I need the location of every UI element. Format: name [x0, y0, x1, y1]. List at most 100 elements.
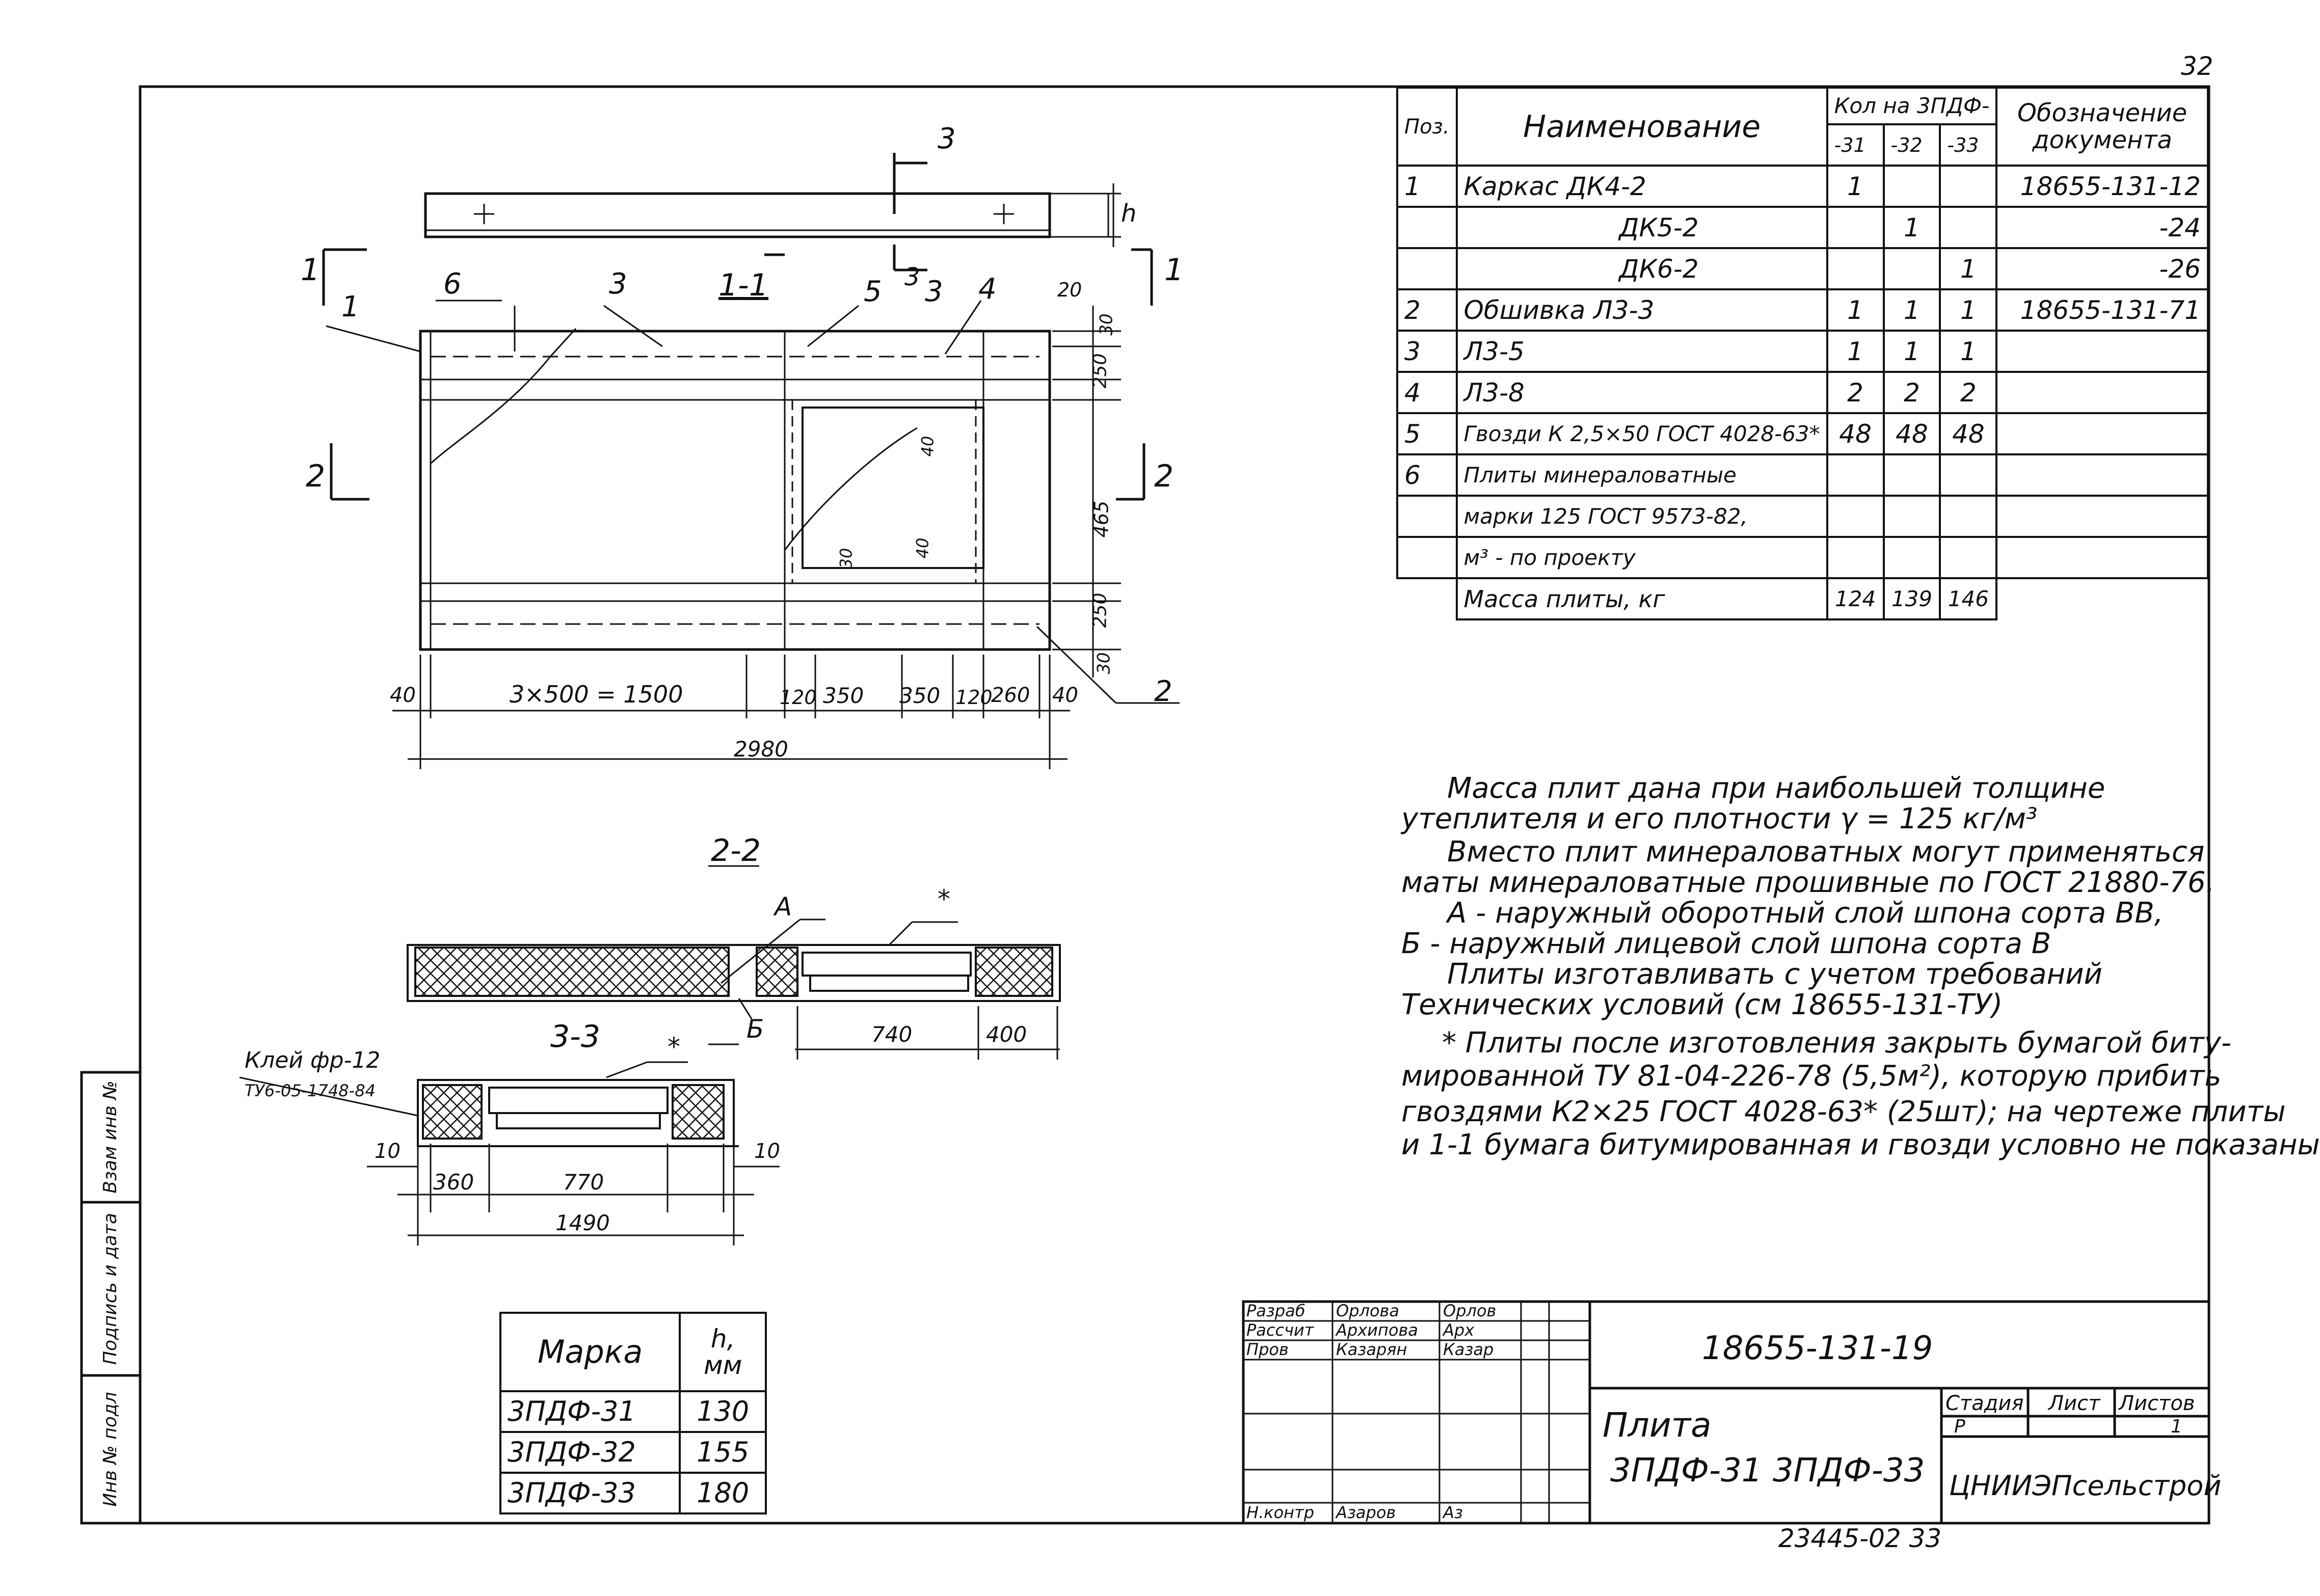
spec-cell-doc: [1995, 495, 2209, 538]
spec-cell-q33: 1: [1939, 247, 1998, 290]
leader-tag-4: 4: [978, 273, 997, 306]
leader-tag-5: 5: [864, 275, 882, 308]
spec-cell-q32: [1882, 495, 1941, 538]
spec-cell-q33: [1939, 453, 1998, 497]
spec-cell-q32: 1: [1882, 288, 1941, 332]
section-3-3-title: 3-3: [550, 1019, 600, 1054]
spec-row: марки 125 ГОСТ 9573-82,: [1396, 495, 2209, 538]
tb-name: Архипова: [1336, 1320, 1418, 1340]
title-block-grid: [1242, 1300, 2210, 1525]
marka-cell-height: 180: [679, 1472, 767, 1514]
spec-header-q31: -31: [1826, 123, 1885, 167]
tb-role: Разраб: [1246, 1301, 1305, 1320]
drawing-sheet: [80, 85, 2210, 1525]
spec-cell-q32: 1: [1882, 330, 1941, 373]
leader-tag-6: 6: [443, 267, 462, 301]
spec-mass-doc-blank: [1996, 578, 2208, 619]
spec-cell-doc: [1995, 453, 2209, 497]
spec-header-doc: Обозначение документа: [1995, 87, 2209, 167]
dim-window-40b: 40: [913, 537, 932, 559]
spec-cell-pos: [1396, 536, 1458, 579]
spec-cell-q32: [1882, 165, 1941, 208]
tb-name: Азаров: [1336, 1503, 1396, 1522]
spec-cell-pos: 1: [1396, 165, 1458, 208]
spec-mass-q32: 139: [1882, 577, 1941, 620]
note-line-1: Масса плит дана при наибольшей толщине: [1447, 772, 2105, 805]
sheets-label: Листов: [2119, 1392, 2195, 1415]
leader-tag-2: 2: [1154, 675, 1172, 708]
footer-code: 23445-02 33: [1778, 1524, 1942, 1553]
drawing-title-line1: Плита: [1603, 1405, 1712, 1445]
leader-tag-1: 1: [341, 290, 360, 323]
spec-cell-doc: [1995, 536, 2209, 579]
tb-role: Н.контр: [1246, 1503, 1315, 1522]
cut-1-left: 1: [301, 252, 321, 288]
marka-cell-name: 3ПДФ-31: [499, 1390, 681, 1433]
spec-header-q32: -32: [1882, 123, 1941, 167]
note-line-3: Вместо плит минераловатных могут применя…: [1447, 835, 2205, 869]
dim-v-250a: 250: [1089, 353, 1111, 389]
spec-cell-pos: 3: [1396, 330, 1458, 373]
spec-cell-name: ДК6-2: [1455, 247, 1828, 290]
dim-3x500: 3×500 = 1500: [510, 681, 683, 708]
sheet-label: Лист: [2048, 1392, 2100, 1415]
marka-cell-height: 130: [679, 1390, 767, 1433]
spec-cell-q32: 48: [1882, 412, 1941, 455]
spec-cell-doc: 18655-131-12: [1995, 165, 2209, 208]
organization: ЦНИИЭПсельстрой: [1949, 1470, 2222, 1502]
spec-header-doc-text: Обозначение документа: [2017, 98, 2188, 154]
h-label: h: [1121, 199, 1137, 228]
section-2-2-star: *: [938, 884, 950, 914]
spec-cell-doc: 18655-131-71: [1995, 288, 2209, 332]
spec-cell-pos: 6: [1396, 453, 1458, 497]
dim-10-right: 10: [754, 1140, 780, 1163]
spec-header-q33: -33: [1939, 123, 1998, 167]
stage-value: Р: [1954, 1416, 1965, 1437]
section-2-2-title: 2-2: [711, 833, 761, 869]
note-line-9: * Плиты после изготовления закрыть бумаг…: [1442, 1026, 2232, 1060]
spec-cell-q32: [1882, 536, 1941, 579]
dim-v-20: 20: [1057, 279, 1082, 301]
spec-cell-name: Гвозди К 2,5×50 ГОСТ 4028-63*: [1455, 412, 1828, 455]
stamp-replace-inv: Взам инв №: [100, 1080, 121, 1194]
note-line-12: и 1-1 бумага битумированная и гвозди усл…: [1401, 1128, 2320, 1161]
marka-header-h-letter: h,: [710, 1323, 735, 1354]
stage-label: Стадия: [1945, 1392, 2024, 1415]
spec-cell-doc: [1995, 412, 2209, 455]
spec-cell-q33: [1939, 206, 1998, 249]
spec-cell-name: марки 125 ГОСТ 9573-82,: [1455, 495, 1828, 538]
spec-cell-pos: [1396, 247, 1458, 290]
cut-2-right: 2: [1154, 458, 1174, 494]
spec-cell-q32: [1882, 453, 1941, 497]
spec-cell-pos: [1396, 206, 1458, 249]
note-line-4: маты минераловатные прошивные по ГОСТ 21…: [1401, 866, 2215, 899]
spec-cell-q32: [1882, 247, 1941, 290]
marka-header-row: Марка h, мм: [499, 1312, 767, 1392]
spec-cell-q33: [1939, 495, 1998, 538]
section-3-3-star: *: [668, 1032, 680, 1062]
spec-mass-q33: 146: [1939, 577, 1998, 620]
spec-cell-pos: 2: [1396, 288, 1458, 332]
dim-770: 770: [563, 1170, 604, 1195]
spec-cell-q31: [1826, 247, 1885, 290]
spec-cell-name: Каркас ДК4-2: [1455, 165, 1828, 208]
spec-cell-doc: [1995, 330, 2209, 373]
drawing-title-line2: 3ПДФ-31 3ПДФ-33: [1610, 1452, 1925, 1490]
stamp-signature-date: Подпись и дата: [100, 1212, 121, 1365]
marka-header-h-unit: мм: [703, 1350, 742, 1380]
spec-cell-pos: [1396, 495, 1458, 538]
spec-cell-q31: 48: [1826, 412, 1885, 455]
tb-name: Казарян: [1336, 1340, 1407, 1359]
sheets-value: 1: [2171, 1416, 2182, 1437]
tb-sign: Орлов: [1443, 1301, 1497, 1320]
spec-cell-q33: 1: [1939, 288, 1998, 332]
cut-2-left: 2: [306, 458, 326, 494]
spec-cell-q33: [1939, 165, 1998, 208]
dim-360: 360: [433, 1170, 474, 1195]
tb-sign: Арх: [1443, 1320, 1475, 1340]
